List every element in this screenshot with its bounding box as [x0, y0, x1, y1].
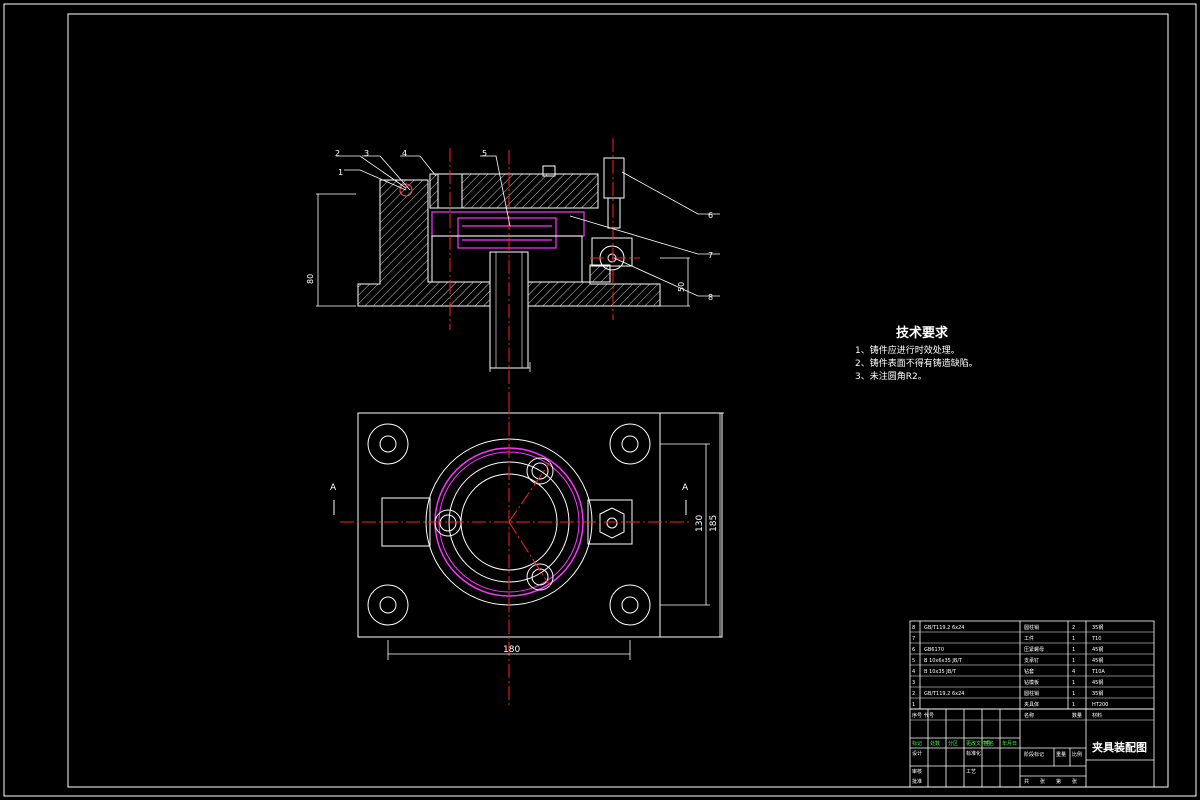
title-block-label: 年月日: [1002, 740, 1017, 747]
leader-1: 1: [338, 168, 343, 177]
bom-cell-mat: 45钢: [1092, 646, 1103, 653]
title-block-label: 张: [1040, 778, 1045, 785]
title-block-label: 更改文件号: [966, 740, 991, 747]
bom-cell-name: 圆柱销: [1024, 690, 1039, 697]
bom-cell-no: 3: [912, 680, 915, 686]
requirement-3: 3、未注圆角R2。: [855, 372, 927, 382]
bom-cell-qty: 数量: [1072, 712, 1082, 719]
bom-cell-no: 5: [912, 658, 915, 664]
bom-cell-no: 4: [912, 669, 915, 675]
title-block-label: 阶段标记: [1024, 751, 1044, 758]
front-section-view: 80 50 1 2 3 4 5 6 7 8: [306, 138, 720, 400]
dim-50: 50: [677, 282, 686, 292]
title-block-label: 审核: [912, 768, 922, 775]
fixture-body-section: [357, 179, 496, 307]
leader-3: 3: [364, 149, 369, 158]
bom-cell-no: 序号: [912, 712, 922, 719]
title-block-label: 批准: [912, 778, 922, 785]
requirement-2: 2、铸件表面不得有铸造缺陷。: [855, 359, 978, 369]
title-block-label: 共: [1024, 778, 1029, 785]
bom-cell-name: 钻模板: [1024, 679, 1039, 686]
leader-7: 7: [708, 251, 713, 260]
leader-5: 5: [482, 149, 487, 158]
section-mark-left: A: [330, 483, 337, 493]
bom-cell-qty: 1: [1072, 636, 1075, 642]
title-block-label: 张: [1072, 778, 1077, 785]
section-mark-right: A: [682, 483, 689, 493]
title-block-label: 比例: [1072, 751, 1082, 758]
bom-cell-qty: 1: [1072, 647, 1075, 653]
title-block-labels: 标记 处数 分区 更改文件号签名 年月日设计 标准化 阶段标记 重量比例审核 工艺批准 共 张 第 张: [912, 740, 1082, 785]
bom-cell-name: 压紧螺母: [1024, 646, 1044, 653]
bom-cell-qty: 1: [1072, 702, 1075, 708]
bom-cell-code: 代号: [924, 712, 934, 719]
bom-cell-qty: 1: [1072, 658, 1075, 664]
dim-80: 80: [306, 274, 315, 284]
bom-cell-no: 1: [912, 702, 915, 708]
drill-plate-section: [429, 173, 599, 209]
title-block-label: 处数: [930, 740, 940, 747]
bom-cell-no: 6: [912, 647, 915, 653]
title-block-label: 重量: [1056, 751, 1066, 758]
dim-180: 180: [503, 645, 520, 655]
leader-8: 8: [708, 293, 713, 302]
bom-cell-no: 7: [912, 636, 915, 642]
bom-cell-name: 支承钉: [1024, 657, 1039, 664]
leader-6: 6: [708, 211, 713, 220]
bom-cell-name: 钻套: [1024, 668, 1034, 675]
title-block-label: 标记: [912, 740, 922, 747]
bom-cell-code: GB/T119.2 6x24: [924, 625, 964, 631]
bom-cell-mat: 35钢: [1092, 690, 1103, 697]
bom-cell-qty: 1: [1072, 691, 1075, 697]
bom-cell-mat: 45钢: [1092, 679, 1103, 686]
title-block: [909, 708, 1155, 788]
bom-cell-name: 圆柱销: [1024, 624, 1039, 631]
bom-cell-name: 工件: [1024, 635, 1034, 642]
bom-cell-qty: 1: [1072, 680, 1075, 686]
title-block-label: 签名: [984, 740, 994, 747]
bom-cell-mat: 35钢: [1092, 624, 1103, 631]
bom-cell-qty: 4: [1072, 669, 1075, 675]
bom-cell-code: B 10x6x35 JB/T: [924, 658, 963, 664]
dim-185: 185: [709, 515, 719, 532]
technical-requirements-title: 技术要求: [896, 326, 949, 341]
bom-cell-mat: T10A: [1091, 669, 1105, 675]
bom-cell-mat: 材料: [1092, 712, 1102, 719]
bom-cell-name: 名称: [1024, 712, 1034, 719]
bom-cell-mat: T10: [1091, 636, 1101, 642]
inner-frame: [67, 13, 1169, 788]
outer-border: [3, 3, 1197, 797]
title-block-label: 第: [1056, 778, 1061, 785]
plan-view: A A 180 130 185: [330, 400, 724, 708]
bom-cell-no: 8: [912, 625, 915, 631]
title-block-label: 分区: [948, 740, 958, 747]
drawing-title: 夹具装配图: [1092, 741, 1147, 754]
requirement-1: 1、铸件应进行时效处理。: [855, 346, 960, 356]
leader-2: 2: [335, 149, 340, 158]
bom-cell-code: GB6170: [924, 647, 944, 653]
bom-cell-code: B 10x35 JB/T: [924, 669, 957, 675]
title-block-label: 设计: [912, 750, 922, 757]
bom-cell-mat: 45钢: [1092, 657, 1103, 664]
title-block-label: 标准化: [966, 750, 981, 757]
title-block-label: 工艺: [966, 769, 976, 775]
leader-4: 4: [402, 149, 407, 158]
bom-cell-qty: 2: [1072, 625, 1075, 631]
dim-130: 130: [695, 515, 705, 532]
bom-cell-mat: HT200: [1092, 702, 1108, 708]
bom-cell-name: 夹具体: [1024, 701, 1039, 708]
bom-cell-code: GB/T119.2 6x24: [924, 691, 964, 697]
bom-cell-no: 2: [912, 691, 915, 697]
